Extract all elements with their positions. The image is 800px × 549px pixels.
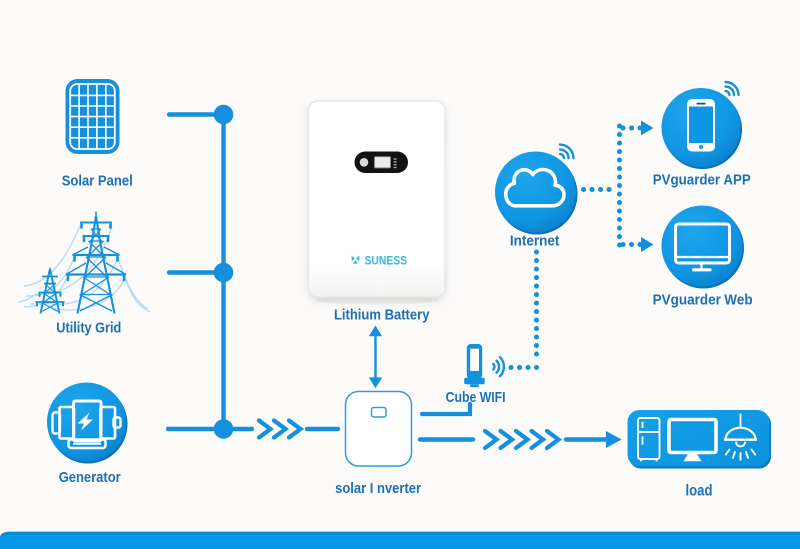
svg-text:Solar Panel: Solar Panel	[62, 172, 133, 189]
svg-text:PVguarder APP: PVguarder APP	[653, 172, 751, 189]
svg-text:Generator: Generator	[59, 469, 121, 486]
svg-text:Cube WIFI: Cube WIFI	[446, 389, 506, 406]
svg-text:solar I nverter: solar I nverter	[335, 480, 421, 497]
svg-text:PVguarder Web: PVguarder Web	[653, 292, 753, 309]
svg-text:SUNESS: SUNESS	[365, 255, 408, 267]
svg-text:Utility Grid: Utility Grid	[56, 320, 121, 337]
svg-text:Lithium Battery: Lithium Battery	[334, 306, 430, 323]
svg-text:Internet: Internet	[510, 233, 560, 250]
svg-text:load: load	[686, 483, 713, 500]
